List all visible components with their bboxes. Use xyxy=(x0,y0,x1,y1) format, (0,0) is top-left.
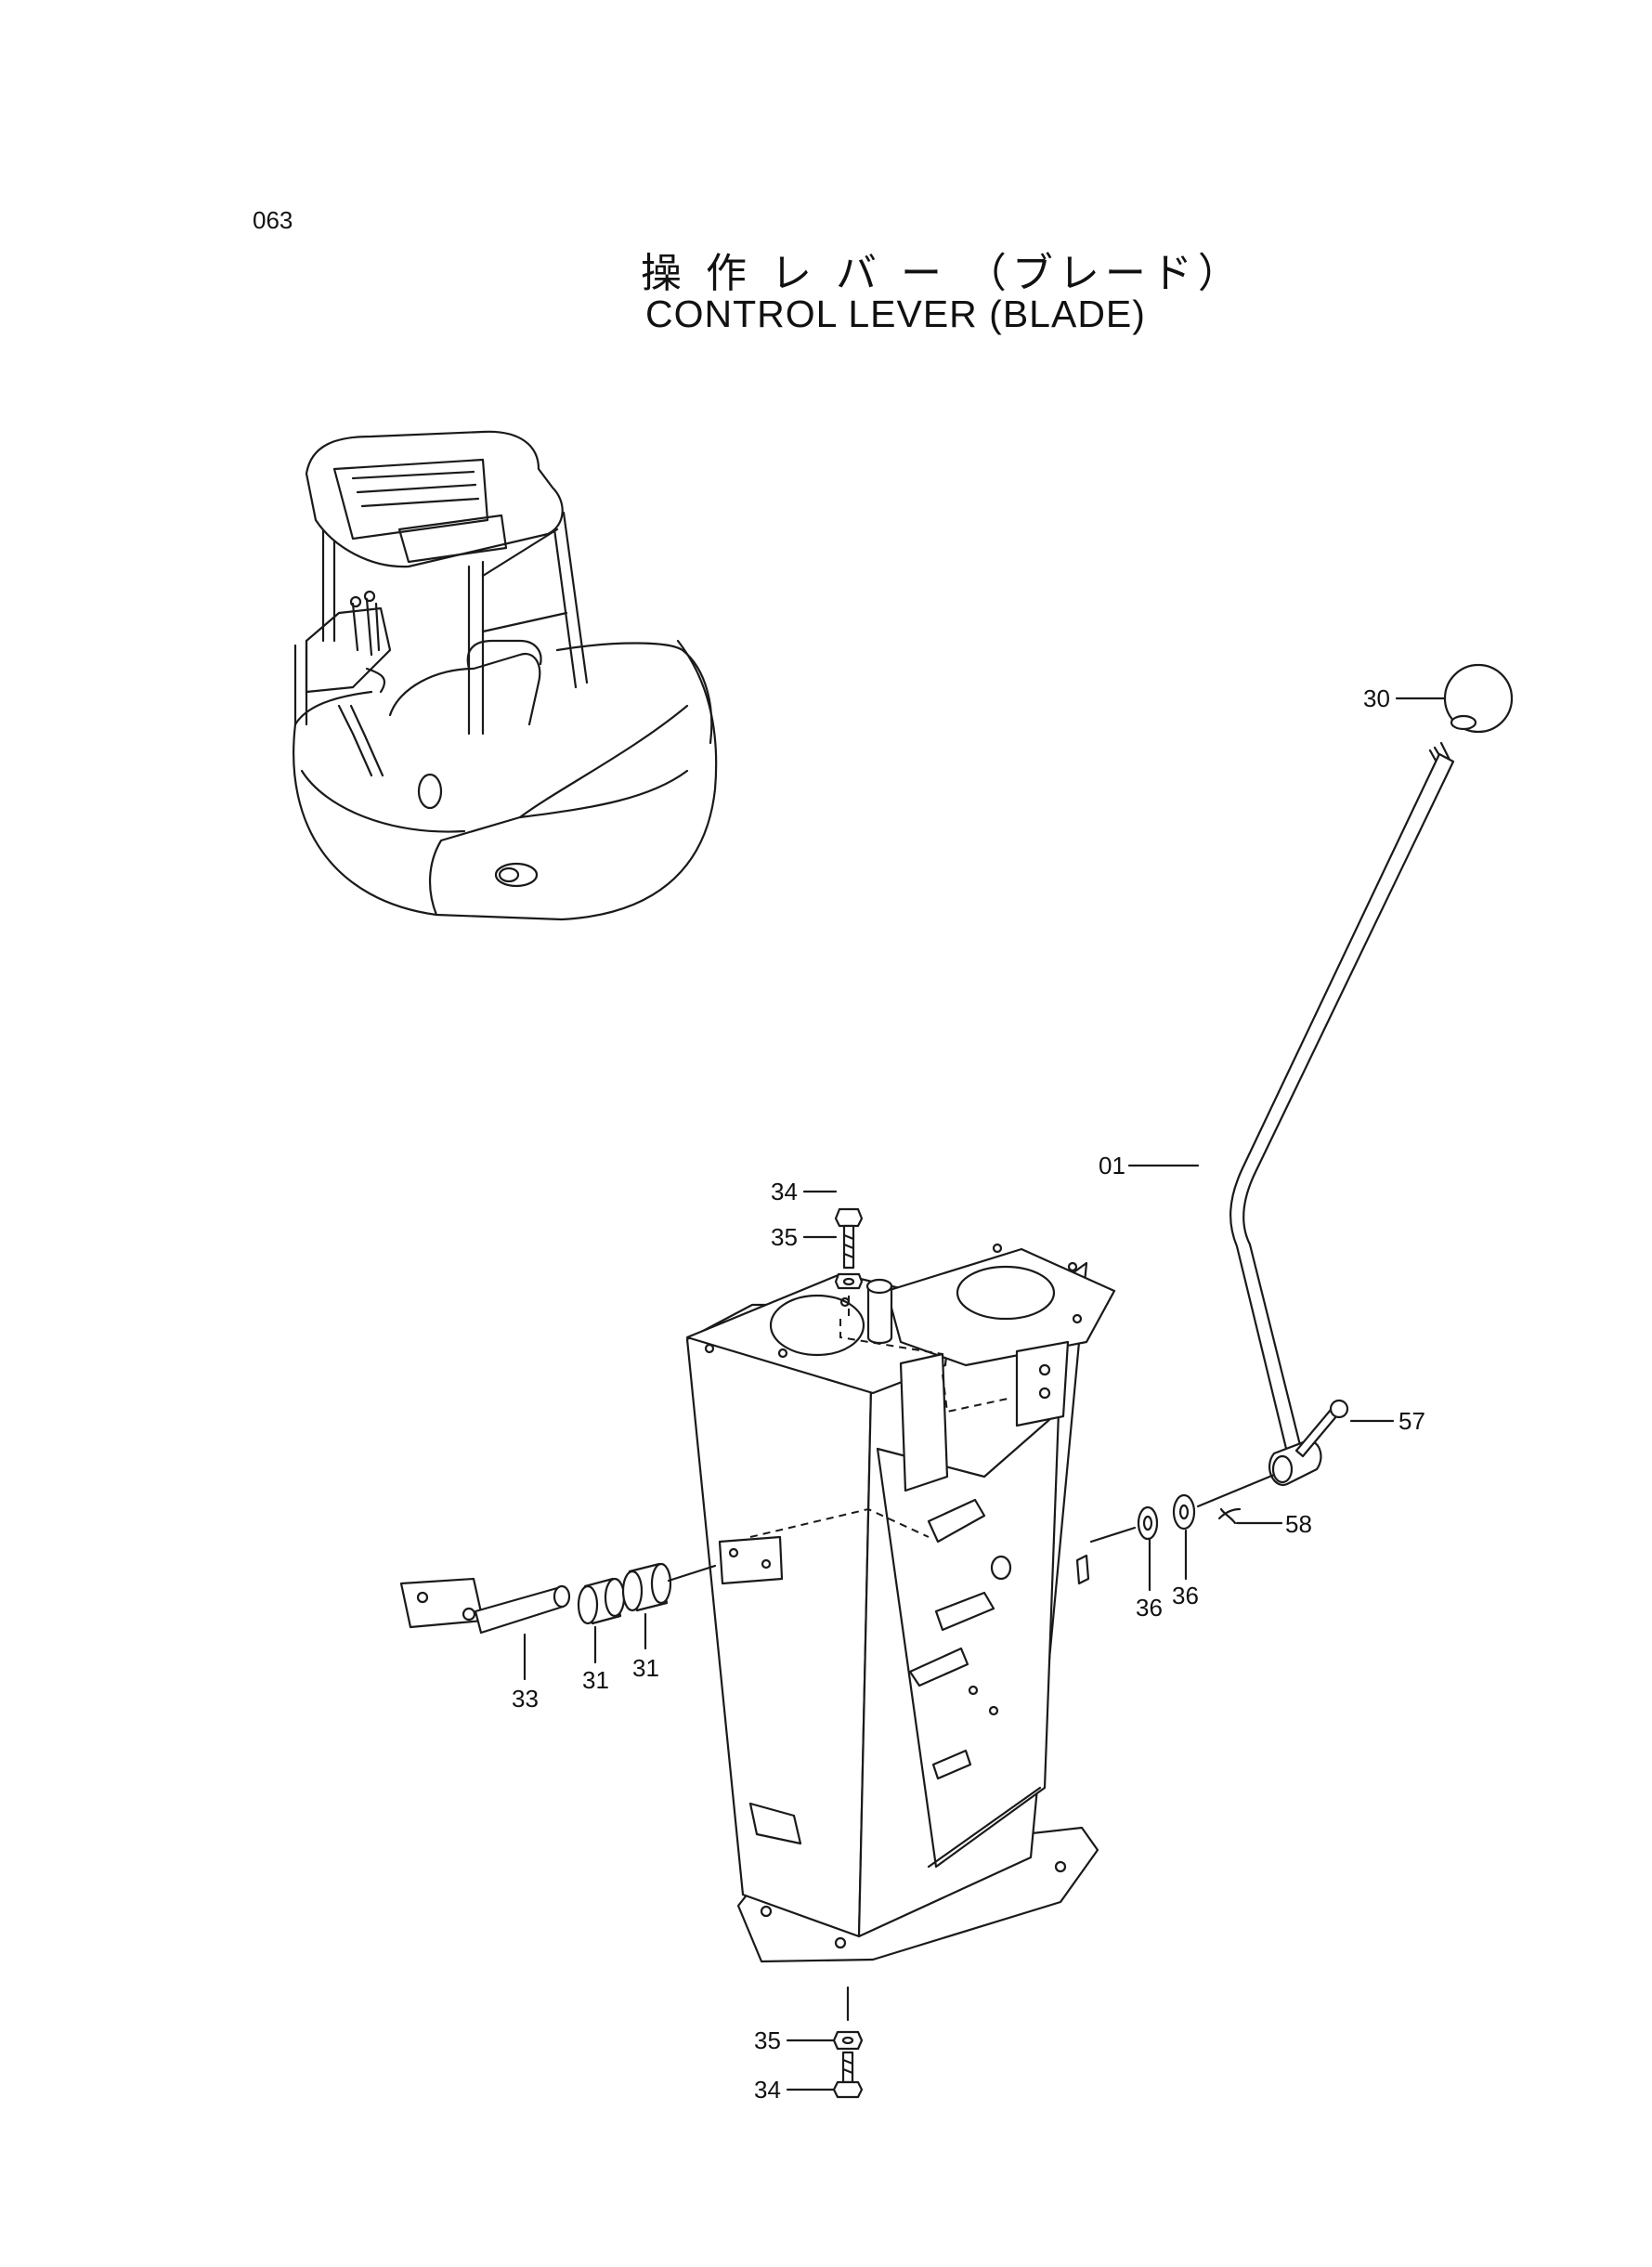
callout-labels: 30 01 34 35 57 58 36 36 31 31 33 35 34 xyxy=(512,684,1425,2104)
callout-33: 33 xyxy=(512,1685,539,1713)
control-lever xyxy=(1229,663,1514,1487)
callout-31-a: 31 xyxy=(582,1666,609,1694)
pin-57-and-split-pin-58 xyxy=(1217,1399,1349,1525)
callout-35-bottom: 35 xyxy=(754,2026,781,2054)
leader-lines xyxy=(523,697,1447,2091)
callout-30: 30 xyxy=(1363,684,1390,712)
washer-36-b xyxy=(1172,1493,1196,1531)
bushing-31-a xyxy=(577,1577,626,1625)
pivot-pin-33 xyxy=(399,1577,571,1635)
callout-57: 57 xyxy=(1398,1407,1425,1435)
nut-35-bottom xyxy=(832,2030,864,2051)
control-stand xyxy=(685,1243,1116,1963)
title-japanese: 操 作 レ バ ー （ブレード） xyxy=(641,250,1244,297)
bolt-34-bottom xyxy=(832,2051,864,2099)
title-english: CONTROL LEVER (BLADE) xyxy=(645,293,1146,335)
callout-36-b: 36 xyxy=(1172,1582,1199,1609)
callout-58: 58 xyxy=(1285,1510,1312,1538)
page-number: 063 xyxy=(253,206,293,234)
callout-31-b: 31 xyxy=(632,1654,659,1682)
callout-36-a: 36 xyxy=(1136,1594,1163,1622)
callout-35-top: 35 xyxy=(771,1223,798,1251)
callout-34-bottom: 34 xyxy=(754,2076,781,2104)
callout-34-top: 34 xyxy=(771,1178,798,1205)
nut-35-top xyxy=(834,1272,864,1290)
bushing-31-b xyxy=(621,1562,672,1612)
machine-overview-illustration xyxy=(293,430,718,921)
callout-01: 01 xyxy=(1099,1152,1125,1179)
washer-36-a xyxy=(1137,1505,1159,1541)
bolt-34-top xyxy=(834,1207,864,1270)
